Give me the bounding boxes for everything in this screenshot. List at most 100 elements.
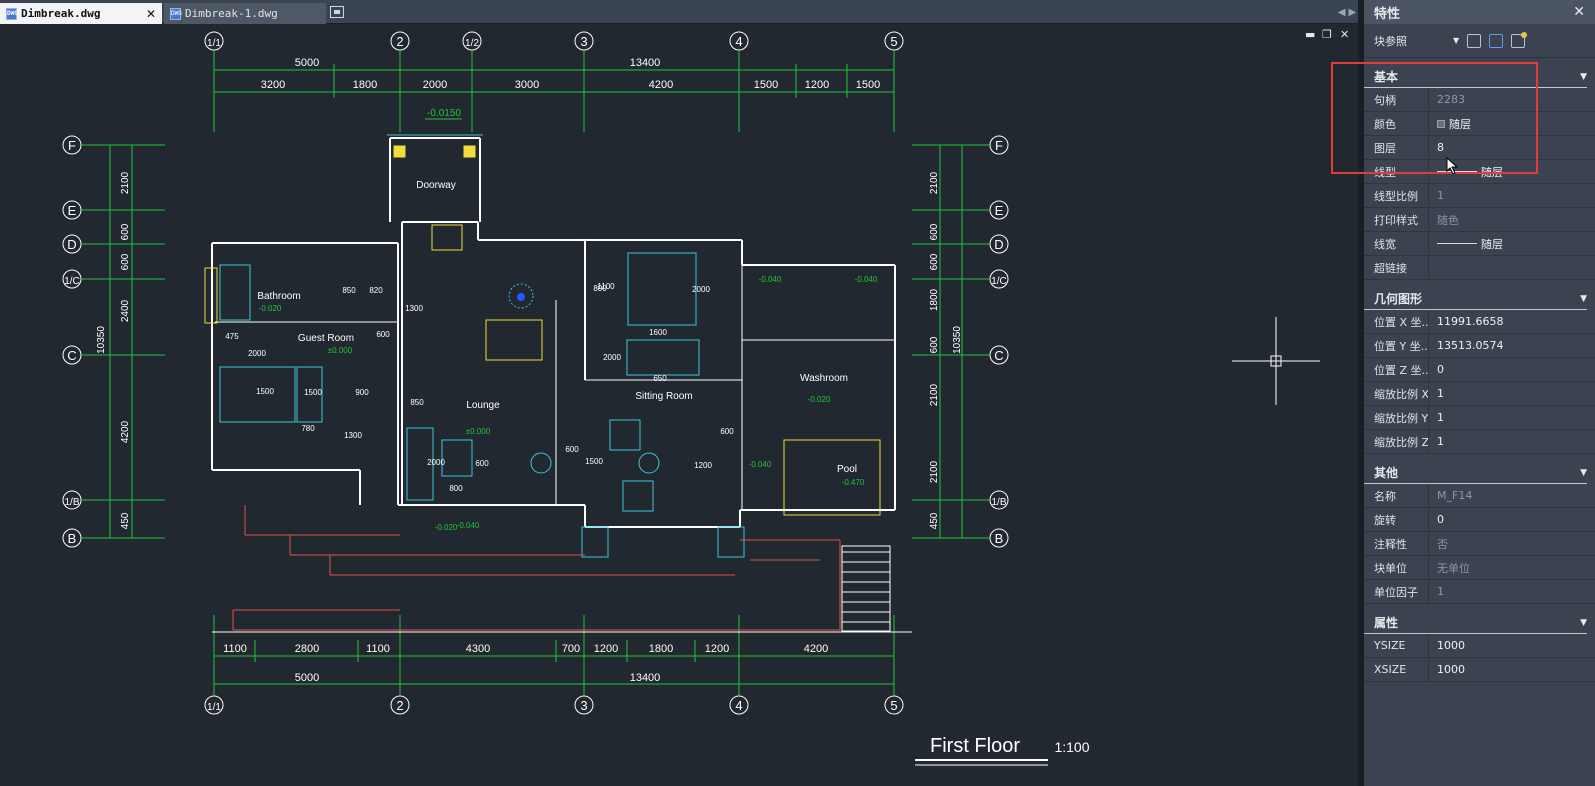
grid-bubble-right: F	[995, 138, 1003, 153]
close-tab-icon[interactable]: ✕	[145, 6, 156, 21]
elevation-mark: -0.040	[855, 275, 878, 284]
restore-drawing-icon[interactable]: ❐	[1322, 28, 1332, 41]
room-label: Doorway	[416, 180, 455, 191]
dim-text-vertical: 1800	[929, 288, 940, 311]
panel-collapse-arrows[interactable]: ◀ ▶	[1332, 0, 1362, 24]
property-row[interactable]: 颜色随层	[1364, 112, 1595, 136]
master-bed	[627, 252, 697, 326]
arrow-right-icon[interactable]: ▶	[1348, 6, 1357, 18]
panel-divider[interactable]	[1358, 0, 1364, 786]
property-value[interactable]: 2283	[1428, 88, 1595, 111]
property-value-text: 1000	[1437, 663, 1465, 676]
property-value[interactable]: 1000	[1428, 658, 1595, 681]
property-value[interactable]: 1	[1428, 580, 1595, 603]
property-row[interactable]: 超链接	[1364, 256, 1595, 280]
grid-bubble-right-circle	[989, 135, 1009, 155]
dim-text-vertical: 2100	[929, 460, 940, 483]
toggle-pickadd-icon[interactable]	[1511, 31, 1528, 48]
property-value[interactable]: 1	[1428, 406, 1595, 429]
property-value[interactable]: 1	[1428, 430, 1595, 453]
property-value[interactable]: 否	[1428, 532, 1595, 555]
property-key: 打印样式	[1374, 213, 1418, 227]
property-row[interactable]: 位置 Y 坐...13513.0574	[1364, 334, 1595, 358]
lounge-sofa	[406, 427, 434, 501]
property-value-text: 随层	[1481, 165, 1503, 179]
property-value[interactable]: 1	[1428, 184, 1595, 207]
grid-bubble-right: 1/B	[991, 497, 1006, 508]
dim-text-vertical: 2100	[929, 383, 940, 406]
room-label: Bathroom	[257, 291, 300, 302]
grid-bubble-top-circle	[574, 31, 594, 51]
section-header[interactable]: 几何图形▼	[1364, 288, 1587, 310]
chevron-down-icon[interactable]: ▼	[1453, 36, 1460, 45]
property-value[interactable]: 无单位	[1428, 556, 1595, 579]
grid-bubble-bottom: 4	[735, 698, 742, 713]
property-value[interactable]	[1428, 256, 1595, 279]
section-header[interactable]: 其他▼	[1364, 462, 1587, 484]
property-value[interactable]: 随色	[1428, 208, 1595, 231]
grid-bubble-right: E	[995, 203, 1004, 218]
property-value[interactable]: M_F14	[1428, 484, 1595, 507]
close-panel-icon[interactable]: ✕	[1573, 4, 1585, 20]
property-value[interactable]: 11991.6658	[1428, 310, 1595, 333]
room-dimension: 800	[449, 484, 463, 493]
close-drawing-icon[interactable]: ✕	[1340, 28, 1350, 41]
property-value[interactable]: 0	[1428, 358, 1595, 381]
select-objects-icon[interactable]	[1467, 33, 1482, 48]
plant-center	[517, 293, 525, 301]
room-dimension: 850	[410, 398, 424, 407]
arrow-left-icon[interactable]: ◀	[1337, 6, 1346, 18]
property-key: 位置 Z 坐...	[1374, 363, 1428, 377]
property-value[interactable]: 0	[1428, 508, 1595, 531]
dim-text: 4200	[804, 643, 828, 655]
room-dimension: 1300	[344, 431, 362, 440]
property-value-text: 随色	[1437, 213, 1459, 227]
tab-dimbreak-1[interactable]: DWG Dimbreak-1.dwg	[164, 3, 326, 24]
property-value[interactable]: 1000	[1428, 634, 1595, 657]
dim-text: 3200	[261, 79, 285, 91]
section-header[interactable]: 基本▼	[1364, 66, 1587, 88]
property-value[interactable]: 1	[1428, 382, 1595, 405]
property-row[interactable]: 块单位无单位	[1364, 556, 1595, 580]
dim-text-vertical: 450	[120, 512, 131, 529]
collapse-chevron-icon[interactable]: ▼	[1580, 467, 1587, 478]
grid-bubble-top-circle	[462, 31, 482, 51]
new-tab-icon[interactable]	[330, 6, 344, 18]
property-value[interactable]: 13513.0574	[1428, 334, 1595, 357]
column-marker	[393, 145, 406, 158]
property-value[interactable]: 8	[1428, 136, 1595, 159]
guest-sofa	[296, 366, 323, 423]
minimize-drawing-icon[interactable]: ▬	[1305, 28, 1316, 41]
property-value[interactable]: 随层	[1428, 232, 1595, 255]
collapse-chevron-icon[interactable]: ▼	[1580, 617, 1587, 628]
quick-select-icon[interactable]	[1489, 33, 1504, 48]
collapse-chevron-icon[interactable]: ▼	[1580, 293, 1587, 304]
tab-dimbreak[interactable]: DWG Dimbreak.dwg ✕	[0, 3, 162, 24]
property-row[interactable]: 线型随层	[1364, 160, 1595, 184]
property-row[interactable]: 打印样式 随色	[1364, 208, 1595, 232]
room-label: Lounge	[466, 400, 500, 411]
room-dimension: 900	[355, 388, 369, 397]
property-row[interactable]: 注释性否	[1364, 532, 1595, 556]
property-value[interactable]: 随层	[1428, 112, 1595, 135]
document-tab-bar: DWG Dimbreak.dwg ✕ DWG Dimbreak-1.dwg	[0, 0, 1358, 24]
collapse-chevron-icon[interactable]: ▼	[1580, 71, 1587, 82]
property-row[interactable]: 位置 Z 坐...0	[1364, 358, 1595, 382]
section-header[interactable]: 属性▼	[1364, 612, 1587, 634]
property-row[interactable]: 位置 X 坐...11991.6658	[1364, 310, 1595, 334]
property-row[interactable]: 线宽随层	[1364, 232, 1595, 256]
object-type-selector[interactable]: 块参照 ▼	[1364, 24, 1595, 58]
